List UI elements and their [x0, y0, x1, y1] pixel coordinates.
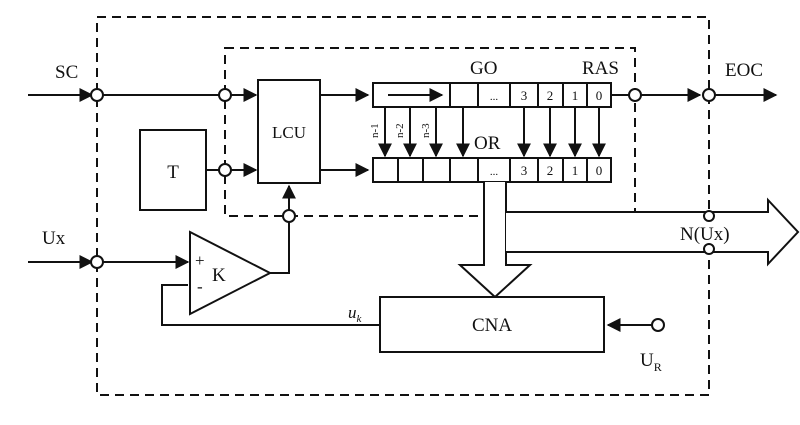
cna-label: CNA [472, 315, 512, 336]
lcu-label: LCU [272, 123, 306, 142]
comparator-plus: + [195, 251, 205, 270]
go-label: GO [470, 58, 497, 79]
or-register: ... 3 2 1 0 [372, 157, 612, 183]
go-register: ... 3 2 1 0 [372, 82, 612, 108]
sc-label: SC [55, 62, 78, 83]
uk-label: uk [348, 303, 363, 325]
nux-label: N(Ux) [680, 224, 730, 245]
cna-block [379, 296, 605, 353]
bit-arrows [378, 107, 606, 158]
ur-label: UR [640, 350, 662, 374]
comparator-minus: - [197, 277, 203, 296]
nux-output-bus-arrow [506, 197, 800, 267]
go-cell-dots: ... [490, 91, 499, 103]
bit-label-n2: n-2 [394, 123, 406, 138]
comparator-lcu-node [282, 209, 296, 223]
nux-bottom-node [703, 243, 715, 255]
sc-outer-node [90, 88, 104, 102]
go-cell-0: 0 [596, 88, 603, 103]
or-cell-2: 2 [547, 163, 554, 178]
lcu-block [257, 79, 321, 184]
ux-label: Ux [42, 228, 66, 249]
go-cell-2: 2 [547, 88, 554, 103]
comparator-k-label: K [212, 265, 226, 286]
ras-label: RAS [582, 58, 619, 79]
comparator-output-wire [270, 222, 290, 274]
or-label: OR [474, 133, 501, 154]
sc-inner-node [218, 88, 232, 102]
go-cell-1: 1 [572, 88, 579, 103]
bit-label-n3: n-3 [420, 123, 432, 138]
t-inner-node [218, 163, 232, 177]
nux-top-node [703, 210, 715, 222]
inner-dashed-frame [224, 47, 636, 217]
go-cell-3: 3 [521, 88, 528, 103]
comparator-k [189, 230, 273, 316]
t-label: T [167, 162, 179, 183]
eoc-label: EOC [725, 60, 763, 81]
go-out-inner-node [628, 88, 642, 102]
ur-node [651, 318, 665, 332]
t-block [139, 129, 207, 211]
or-cell-3: 3 [521, 163, 528, 178]
eoc-outer-node [702, 88, 716, 102]
bit-label-n1: n-1 [369, 123, 381, 138]
or-cell-dots: ... [490, 166, 499, 178]
or-cell-1: 1 [572, 163, 579, 178]
feedback-wire [161, 284, 380, 326]
outer-dashed-frame [96, 16, 710, 396]
or-cell-0: 0 [596, 163, 603, 178]
ux-outer-node [90, 255, 104, 269]
